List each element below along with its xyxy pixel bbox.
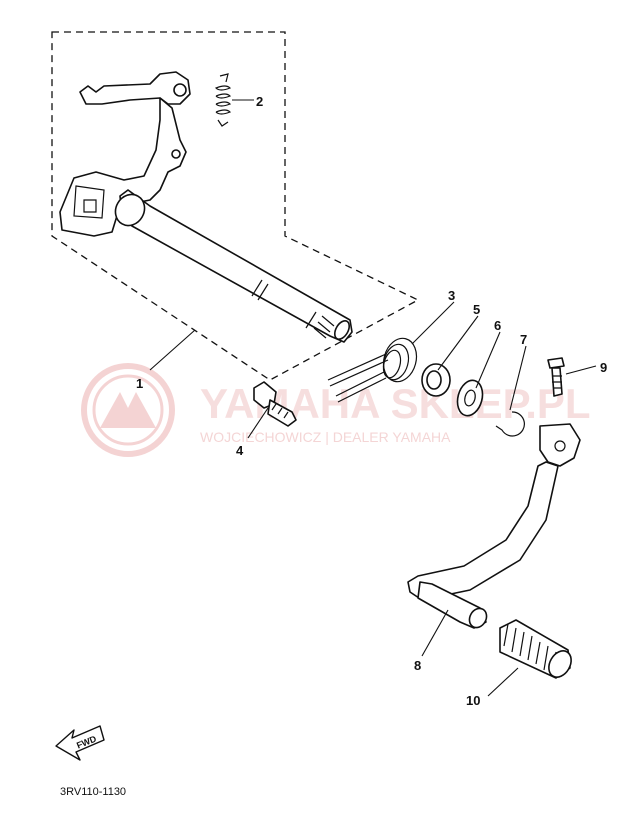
spring-part-2 (214, 73, 232, 127)
callout-2: 2 (256, 94, 263, 109)
callout-3: 3 (448, 288, 455, 303)
callout-labels: 1 2 3 4 5 6 7 8 9 10 (136, 94, 607, 708)
callout-5: 5 (473, 302, 480, 317)
change-pedal-part-8 (407, 423, 581, 629)
callout-6: 6 (494, 318, 501, 333)
watermark-dealer: WOJCIECHOWICZ | DEALER YAMAHA (200, 429, 451, 445)
washer-part-6 (456, 379, 484, 417)
callout-8: 8 (414, 658, 421, 673)
assembly-dashed-outline (51, 31, 420, 381)
callout-9: 9 (600, 360, 607, 375)
stud-bolt-part-4 (253, 381, 297, 427)
diagram-code: 3RV110-1130 (60, 786, 126, 798)
torsion-spring-part-3 (327, 337, 418, 403)
forward-arrow-icon: FWD (55, 725, 105, 761)
oil-seal-part-5 (421, 363, 451, 397)
bolt-part-9 (547, 357, 565, 397)
leader-lines (149, 99, 597, 697)
shift-shaft-assembly-part (59, 71, 353, 343)
callout-10: 10 (466, 693, 480, 708)
callout-7: 7 (520, 332, 527, 347)
callout-4: 4 (236, 443, 244, 458)
watermark-logo (81, 363, 175, 457)
callout-1: 1 (136, 376, 143, 391)
watermark: YAMAHA SKLEP.PL WOJCIECHOWICZ | DEALER Y… (81, 363, 591, 457)
circlip-part-7 (495, 411, 525, 437)
pedal-rubber-part-10 (499, 619, 572, 679)
